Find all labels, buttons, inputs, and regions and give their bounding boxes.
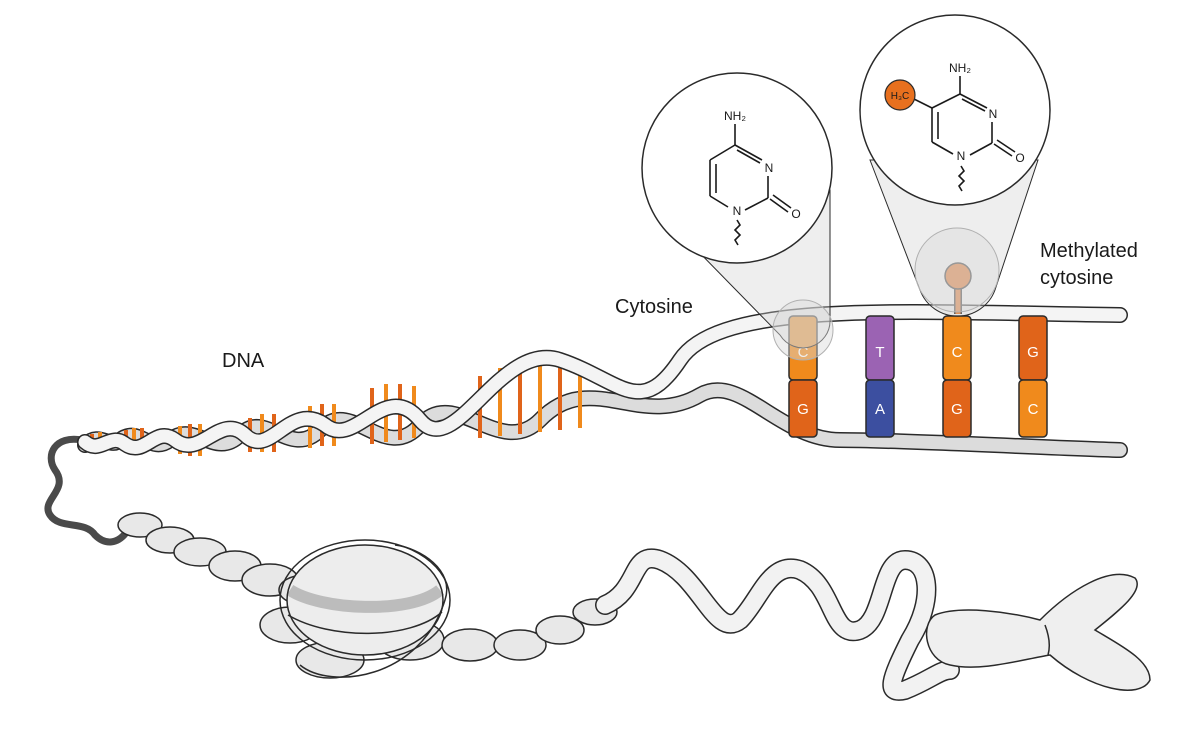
methylated-cytosine-label-line2: cytosine <box>1040 267 1113 289</box>
methylcytosine-zoom-cone <box>869 159 1039 317</box>
cytosine-label: Cytosine <box>615 296 693 318</box>
base-top-letter: G <box>1027 344 1039 361</box>
base-bottom <box>942 379 972 438</box>
methylcytosine-oxygen-label: O <box>1015 151 1024 165</box>
nucleosome <box>279 539 451 678</box>
base-pair: CG <box>942 315 972 438</box>
methylated-cytosine-label-line1: Methylated <box>1040 240 1138 262</box>
cytosine-oxygen-label: O <box>791 207 800 221</box>
base-top-letter: C <box>798 344 809 361</box>
methylcytosine-n1-label: N <box>957 149 966 163</box>
methylcytosine-structure: H₃C NH₂ N N O <box>859 14 1051 206</box>
methylcytosine-n3-label: N <box>989 107 998 121</box>
methyl-label: H₃C <box>891 91 910 102</box>
cytosine-n1-label: N <box>733 204 742 218</box>
base-bottom-letter: G <box>797 401 809 418</box>
base-bottom <box>788 379 818 438</box>
methylcytosine-amine-label: NH₂ <box>949 61 971 75</box>
base-bottom <box>1018 379 1048 438</box>
base-bottom-letter: C <box>1028 401 1039 418</box>
methyl-group-marker <box>944 262 972 314</box>
base-bottom <box>865 379 895 438</box>
cytosine-structure: NH₂ N N O <box>641 72 833 264</box>
linker-dna-fill <box>596 550 959 700</box>
base-top-letter: C <box>952 344 963 361</box>
dna-linker <box>44 435 131 546</box>
dna-label: DNA <box>222 350 265 372</box>
cytosine-amine-label: NH₂ <box>724 109 746 123</box>
chromatin-fiber <box>44 435 618 679</box>
chromosome <box>925 573 1151 691</box>
base-pair: GC <box>1018 315 1048 438</box>
base-pair: TA <box>865 315 895 438</box>
base-top-letter: T <box>875 344 884 361</box>
cytosine-n3-label: N <box>765 161 774 175</box>
base-bottom-letter: A <box>875 401 885 418</box>
base-bottom-letter: G <box>951 401 963 418</box>
